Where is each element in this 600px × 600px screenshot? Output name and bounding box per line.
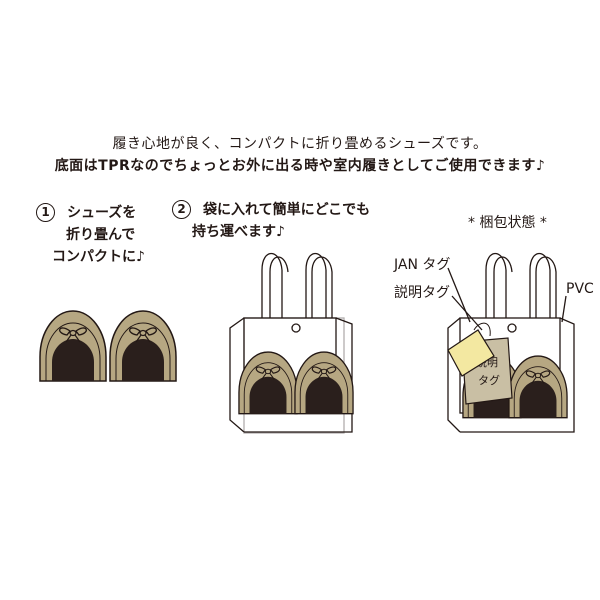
pvc-label: PVC (566, 281, 594, 297)
step-2-line-2: 持ち運べます♪ (192, 224, 285, 240)
step-1: 1 シューズを 折り畳んで コンパクトに♪ (36, 202, 145, 268)
package-bag (447, 252, 575, 433)
packaging-title: * 梱包状態 * (468, 215, 547, 231)
manual-tag-label: 説明タグ (394, 285, 450, 301)
bag-shoe-left (238, 351, 298, 415)
step-number-2: 2 (172, 200, 191, 219)
jan-tag-label: JAN タグ (394, 257, 451, 273)
folded-shoe-left (39, 310, 107, 382)
step-2-line-1: 袋に入れて簡単にどこでも (203, 202, 371, 218)
step-1-line-3: コンパクトに♪ (52, 249, 145, 265)
step-number-1: 1 (36, 203, 55, 222)
manual-tag-text-2: タグ (478, 373, 500, 387)
package-shoe-right (508, 355, 568, 419)
folded-shoe-right (109, 310, 177, 382)
step-1-line-1: シューズを (67, 205, 137, 221)
intro-line-1: 履き心地が良く、コンパクトに折り畳めるシューズです。 (112, 136, 488, 152)
step-2: 2 袋に入れて簡単にどこでも 持ち運べます♪ (172, 199, 370, 243)
step-1-line-2: 折り畳んで (66, 227, 136, 243)
intro-line-2: 底面はTPRなのでちょっとお外に出る時や室内履きとしてご使用できます♪ (54, 158, 546, 174)
jan-tag (447, 322, 495, 377)
